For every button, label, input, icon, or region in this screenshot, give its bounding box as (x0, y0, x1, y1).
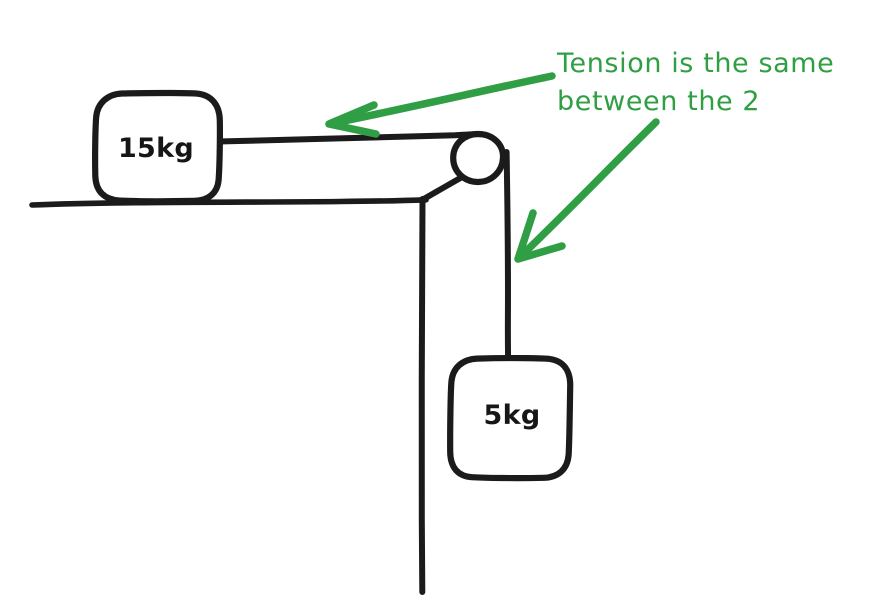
rope-horizontal-segment (215, 131, 484, 145)
annotation-line-2: between the 2 (557, 86, 760, 117)
table-leg-line (418, 196, 426, 595)
annotation-line-1: Tension is the same (556, 48, 834, 79)
arrow-to-vertical-rope (514, 118, 660, 263)
arrow-shaft-icon (517, 118, 660, 260)
block-15kg-label: 15kg (118, 133, 194, 164)
pulley-wheel (450, 130, 507, 186)
arrow-head-icon (325, 101, 380, 138)
block-15kg-shape (92, 89, 223, 205)
block-5kg-shape (447, 354, 574, 482)
arrow-head-icon (514, 209, 566, 263)
rope-vertical-segment (503, 149, 512, 363)
arrow-to-horizontal-rope (325, 72, 556, 138)
block-5kg-label: 5kg (484, 400, 541, 431)
arrow-shaft-icon (327, 72, 556, 128)
pulley-support-strut (419, 173, 466, 203)
table-surface-line (29, 197, 429, 208)
